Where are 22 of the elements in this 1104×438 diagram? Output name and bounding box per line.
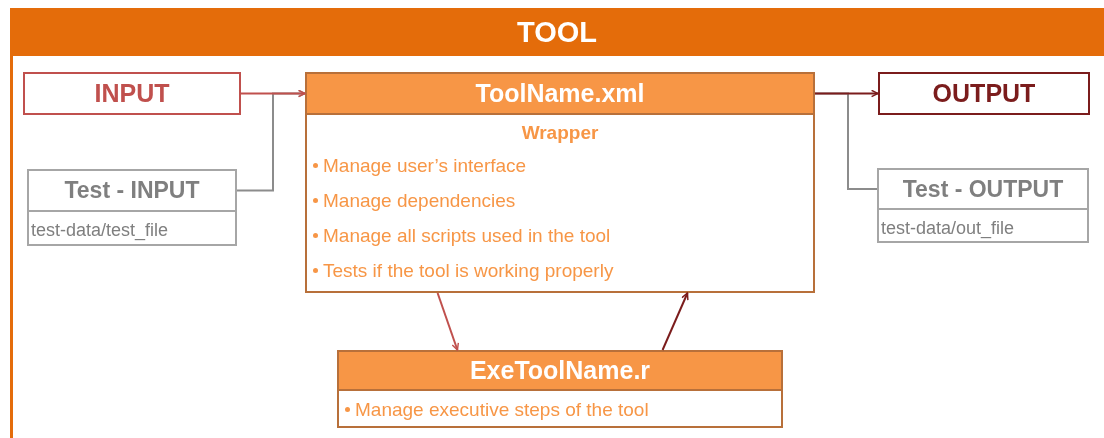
input-box: INPUT: [23, 72, 241, 115]
subheading: Wrapper: [521, 121, 599, 145]
output-box: OUTPUT: [878, 72, 1090, 115]
script-box: [337, 350, 783, 428]
arrow: [814, 89, 879, 98]
test-output-box: [877, 168, 1089, 243]
file-path: test-data/out_file: [881, 217, 1015, 241]
test-input-box: [27, 169, 237, 246]
bullet-text: Manage all scripts used in the tool: [323, 224, 611, 248]
bullet-text: Tests if the tool is working properly: [323, 259, 614, 283]
bullet-text: Manage dependencies: [323, 189, 516, 213]
arrow: [240, 89, 306, 98]
tool-frame: [10, 8, 1104, 438]
wrapper-box: [305, 72, 815, 293]
bullet-text: Manage executive steps of the tool: [355, 398, 649, 422]
file-path: test-data/test_file: [31, 219, 169, 243]
box-title: ExeToolName.r: [339, 352, 781, 391]
box-title: ToolName.xml: [307, 74, 813, 115]
arrow: [661, 292, 689, 351]
arrow: [436, 292, 460, 351]
header-band: TOOL: [10, 8, 1104, 56]
bullet-text: Manage user’s interface: [323, 154, 527, 178]
